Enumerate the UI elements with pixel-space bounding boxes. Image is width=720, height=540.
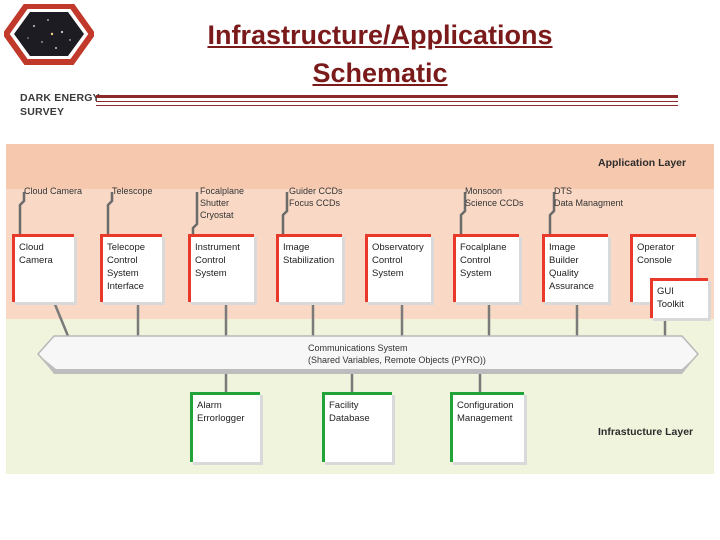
infrastructure-layer-label: Infrastucture Layer	[598, 426, 694, 438]
logo-text-line2: SURVEY	[20, 106, 65, 118]
title-rule-thin-1	[96, 101, 678, 102]
title-rule-thick	[96, 95, 678, 98]
app-box-gui-toolkit: GUI Toolkit	[650, 278, 708, 318]
top-label-cloud-camera: Cloud Camera	[24, 186, 83, 196]
comm-system-subtitle: (Shared Variables, Remote Objects (PYRO)…	[308, 355, 486, 365]
infra-box-alarm: Alarm Errorlogger	[190, 392, 260, 462]
top-label-guider-ccds: Guider CCDs Focus CCDs	[289, 186, 343, 208]
top-label-monsoon: Monsoon Science CCDs	[465, 186, 524, 208]
app-box-cloud-camera: Cloud Camera	[12, 234, 74, 302]
application-layer-band-top	[6, 144, 714, 189]
title-rule-thin-2	[96, 105, 678, 106]
connector-lines	[18, 192, 700, 392]
page-title-line2: Schematic	[312, 58, 448, 88]
top-label-dts: DTS Data Managment	[554, 186, 624, 208]
page-title-line1: Infrastructure/Applications	[207, 20, 553, 50]
top-label-focalplane: Focalplane Shutter Cryostat	[200, 186, 245, 220]
app-box-observatory-control: Observatory Control System	[365, 234, 431, 302]
application-layer-label: Application Layer	[598, 157, 687, 169]
top-label-telescope: Telescope	[112, 186, 153, 196]
comm-system-title: Communications System	[308, 343, 408, 353]
logo-text-line1: DARK ENERGY	[20, 92, 100, 104]
app-box-instrument-control: Instrument Control System	[188, 234, 254, 302]
app-box-image-stabilization: Image Stabilization	[276, 234, 342, 302]
infra-box-facility-database: Facility Database	[322, 392, 392, 462]
schematic-diagram: Application Layer Infrastucture Layer	[6, 144, 714, 474]
infra-box-configuration: Configuration Management	[450, 392, 524, 462]
des-logo-icon	[4, 4, 94, 65]
app-box-image-builder: Image Builder Quality Assurance	[542, 234, 608, 302]
app-box-focalplane-control: Focalplane Control System	[453, 234, 519, 302]
app-box-telescope-control: Telecope Control System Interface	[100, 234, 162, 302]
